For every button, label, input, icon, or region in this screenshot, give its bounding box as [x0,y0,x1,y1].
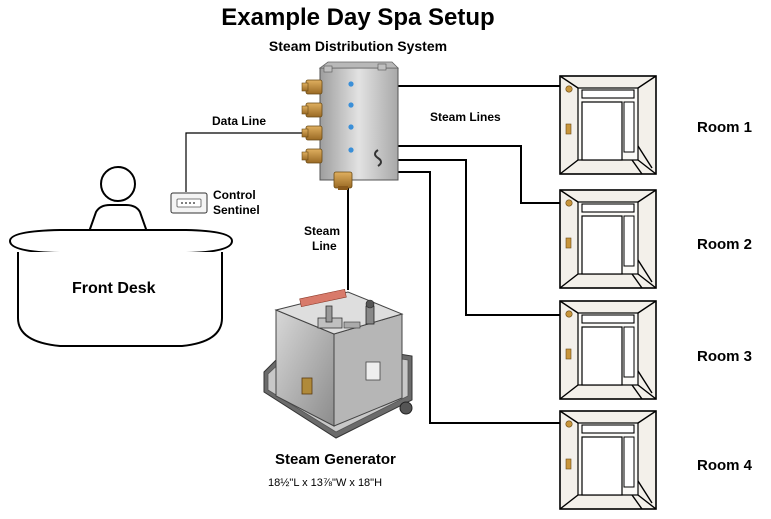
front-desk-label: Front Desk [72,280,156,297]
brass-fittings [301,79,353,190]
steam-lines [398,85,560,424]
control-icon [565,348,572,360]
steam-head-icon [565,420,573,428]
steam-head-icon [565,85,573,93]
indicator-light [348,124,354,130]
page-subtitle: Steam Distribution System [268,38,448,54]
data-line-label: Data Line [212,114,267,128]
steam-generator-dimensions: 18½"L x 13⅞"W x 18"H [268,477,383,489]
rooms [559,75,657,510]
steam-line-room-4 [398,171,560,424]
steam-line-room-2 [398,145,560,204]
brand-logo-icon [374,149,382,167]
room-1-label: Room 1 [697,119,753,136]
control-sentinel-label-line-1: Control [213,188,256,202]
receptionist-head-icon [100,166,136,202]
steam-line-label-line-2: Line [312,239,337,253]
steam-line-room-3 [398,159,560,316]
steam-lines-label: Steam Lines [430,110,501,124]
control-sentinel-device [170,192,208,214]
control-icon [565,237,572,249]
indicator-light [348,147,354,153]
indicator-light [348,81,354,87]
room-4-label: Room 4 [697,457,753,474]
room-2-label: Room 2 [697,236,753,253]
steam-room-2 [559,189,657,289]
steam-room-1 [559,75,657,175]
control-icon [565,458,572,470]
room-3-label: Room 3 [697,348,753,365]
steam-room-4 [559,410,657,510]
steam-line-label-line-1: Steam [304,224,341,238]
steam-generator-label: Steam Generator [275,451,396,468]
steam-generator [263,288,413,439]
page-title: Example Day Spa Setup [221,4,495,31]
indicator-light [348,102,354,108]
steam-distribution-box [301,61,399,190]
control-icon [565,123,572,135]
front-desk [8,166,234,347]
steam-head-icon [565,310,573,318]
steam-room-3 [559,300,657,400]
data-line [185,132,304,192]
control-sentinel-label-line-2: Sentinel [213,203,260,217]
steam-head-icon [565,199,573,207]
